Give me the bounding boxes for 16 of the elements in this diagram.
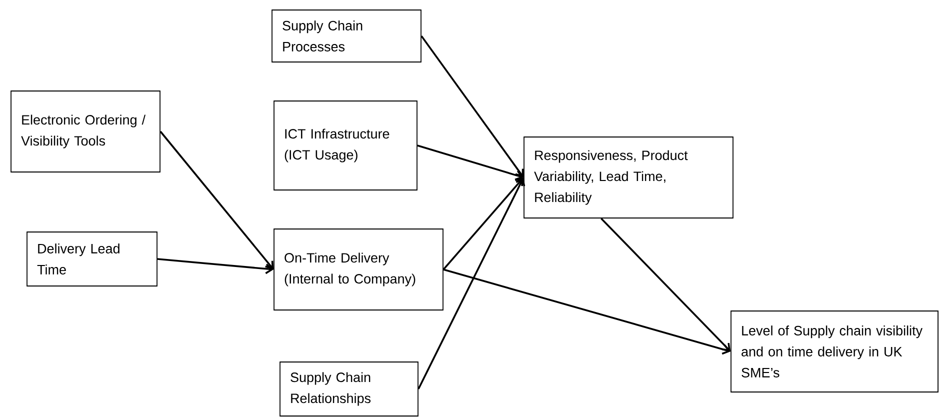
concept-box: Level of Supply chain visibility and on time delivery in UK SME’s <box>730 310 938 392</box>
arrow <box>443 268 731 355</box>
arrow <box>442 178 524 270</box>
concept-box: Responsiveness, Product Variability, Lead Time, Reliability <box>524 136 734 218</box>
concept-box: ICT Infrastructure (ICT Usage) <box>274 100 418 190</box>
arrow <box>417 144 524 180</box>
arrow <box>160 130 274 270</box>
arrow <box>420 35 524 178</box>
arrow <box>600 218 731 352</box>
concept-box: Electronic Ordering / Visibility Tools <box>10 90 160 172</box>
concept-box: On-Time Delivery (Internal to Company) <box>274 228 444 310</box>
concept-box: Supply Chain Relationships <box>280 362 418 416</box>
arrow <box>418 178 526 390</box>
concept-box: Supply Chain Processes <box>272 10 422 62</box>
concept-box: Delivery Lead Time <box>26 232 158 286</box>
arrow <box>157 258 274 274</box>
